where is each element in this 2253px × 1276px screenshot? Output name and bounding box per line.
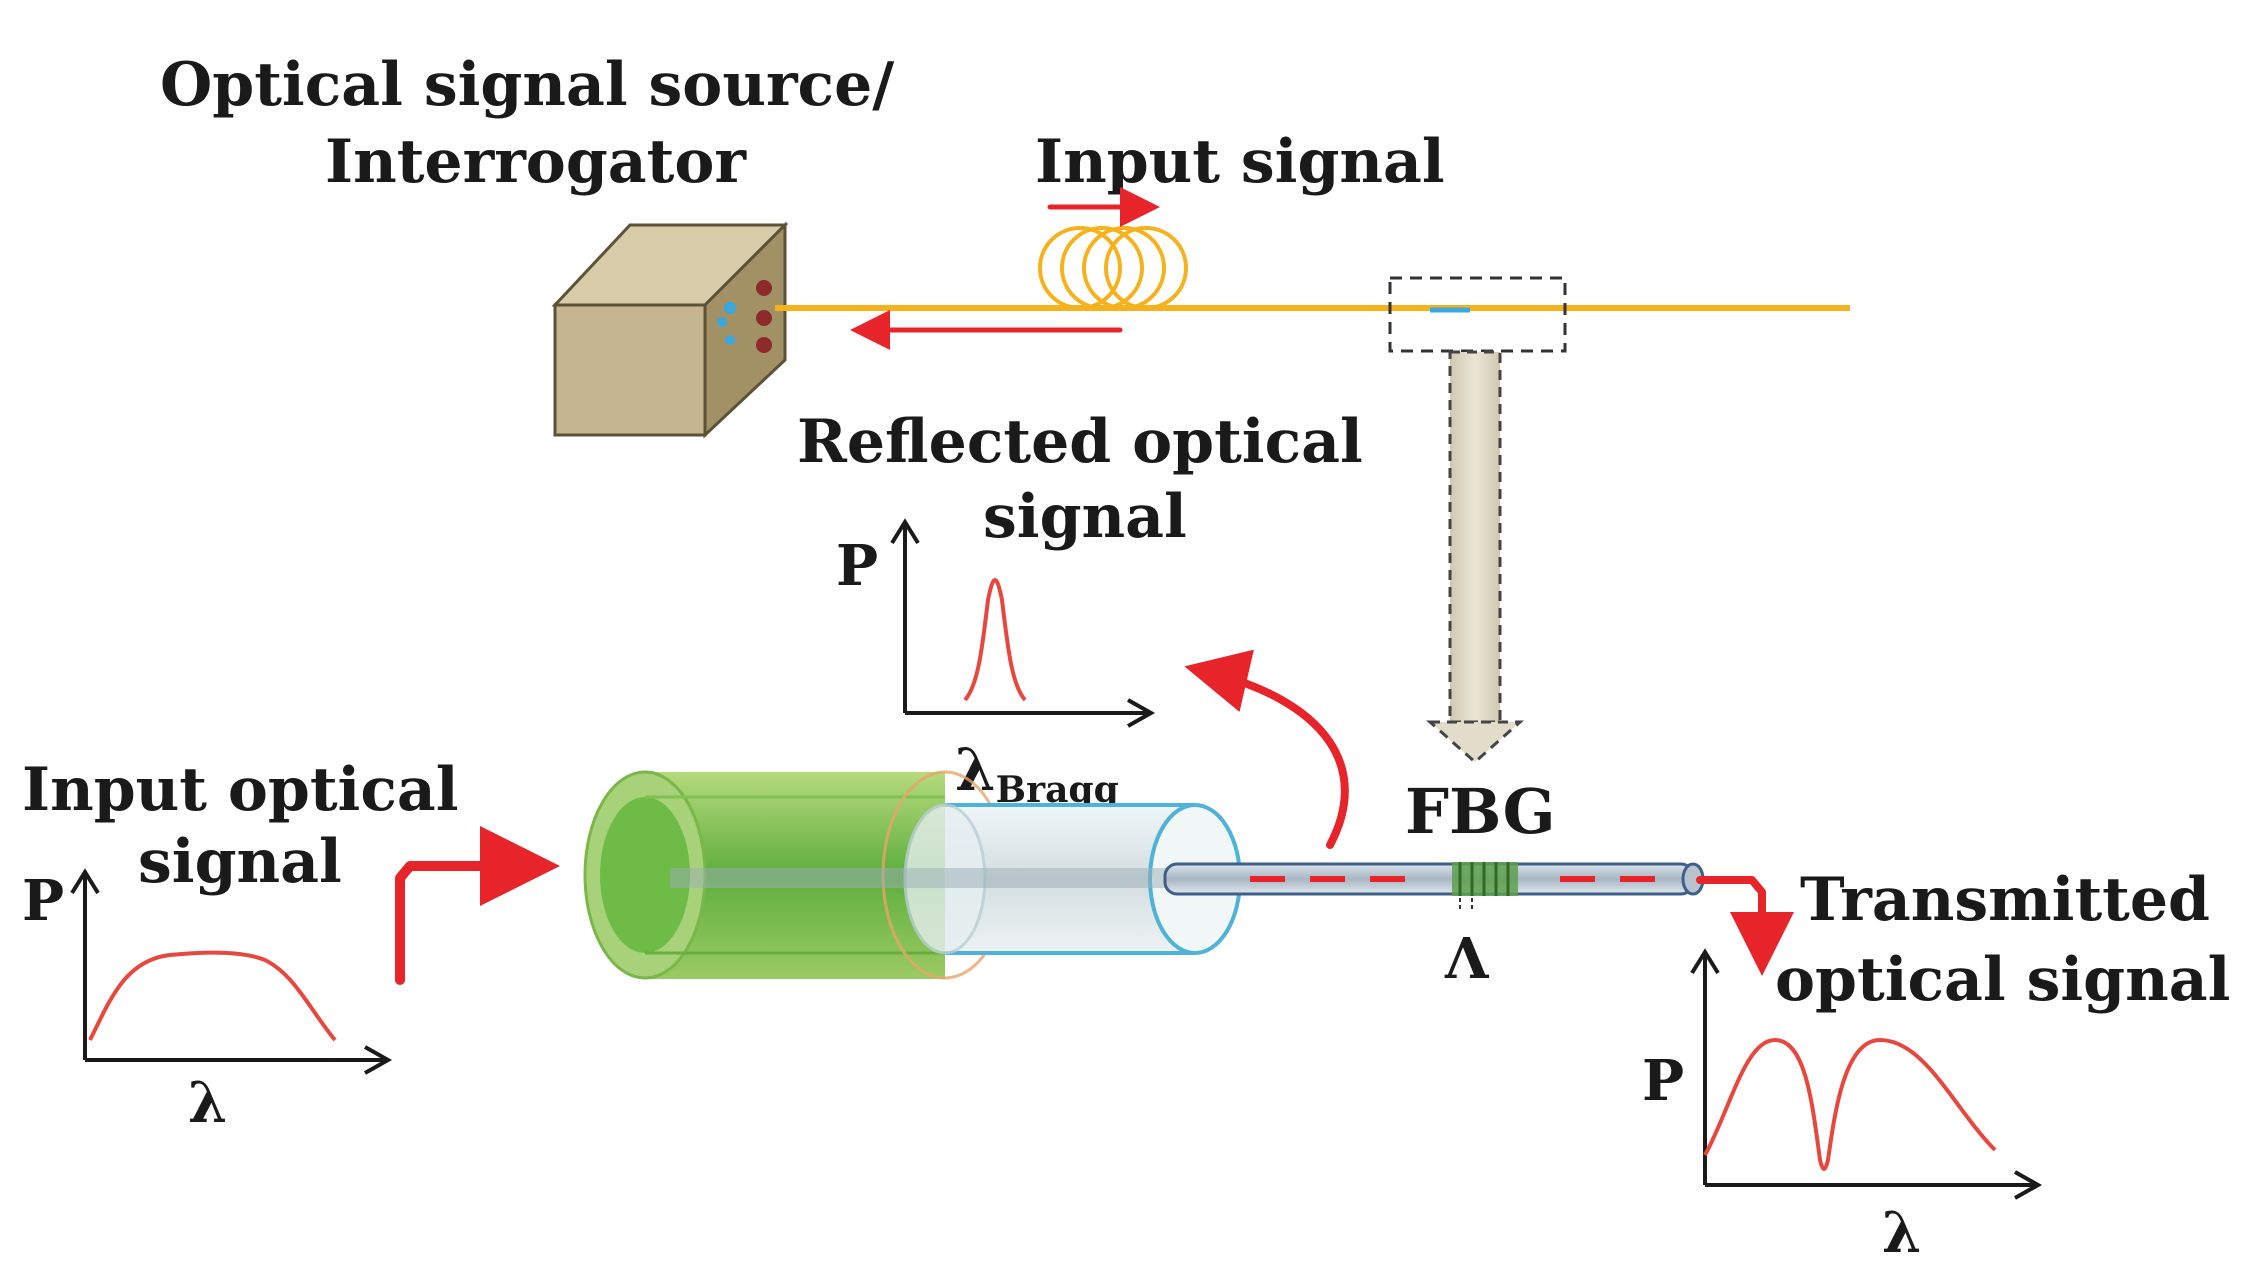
bragg-wavelength-label: λBragg: [955, 736, 1119, 811]
transmitted-axis-p: P: [1642, 1048, 1684, 1114]
source-label-line2: Interrogator: [325, 127, 747, 197]
fbg-zoom-box: [1388, 276, 1567, 353]
fiber-cross-section: [583, 770, 1705, 980]
connector-port: [756, 337, 772, 353]
reflected-label-line1: Reflected optical: [797, 407, 1363, 477]
input-coupling-arrow: [395, 826, 560, 985]
led-indicator: [724, 302, 736, 314]
source-label-line1: Optical signal source/: [160, 50, 894, 120]
input-broadband-curve: [88, 950, 337, 1042]
input-optical-label-line2: signal: [138, 827, 342, 897]
transmitted-output-arrow: [1696, 876, 1794, 976]
fbg-label: FBG: [1405, 775, 1556, 848]
transmitted-label-line2: optical signal: [1775, 945, 2230, 1015]
transmitted-axis-lambda: λ: [1882, 1200, 1921, 1266]
grating-period-label: Λ: [1444, 926, 1490, 992]
transmitted-spectrum-plot: P λ: [1642, 948, 2043, 1266]
reflected-peak: [963, 577, 1027, 702]
connector-port: [756, 280, 772, 296]
input-axis-p: P: [22, 868, 64, 934]
input-spectrum-plot: P λ: [22, 868, 393, 1136]
reflected-label-line2: signal: [983, 482, 1187, 552]
transmitted-notch-curve: [1703, 1037, 1997, 1171]
led-indicator: [717, 317, 727, 327]
connector-port: [756, 310, 772, 326]
reflected-axis-p: P: [836, 533, 878, 599]
input-optical-label-line1: Input optical: [22, 755, 459, 825]
bragg-grating: [1452, 862, 1518, 912]
interrogator-box: [551, 221, 789, 439]
reflection-curved-arrow: [1184, 649, 1349, 849]
input-signal-label: Input signal: [1035, 127, 1445, 197]
input-axis-lambda: λ: [188, 1070, 227, 1136]
reflected-spectrum-plot: P λBragg: [836, 518, 1156, 811]
zoom-pointer-arrow: [1426, 350, 1524, 765]
fiber-coil: [1038, 226, 1188, 310]
transmitted-label-line1: Transmitted: [1800, 865, 2210, 935]
led-indicator: [725, 335, 735, 345]
